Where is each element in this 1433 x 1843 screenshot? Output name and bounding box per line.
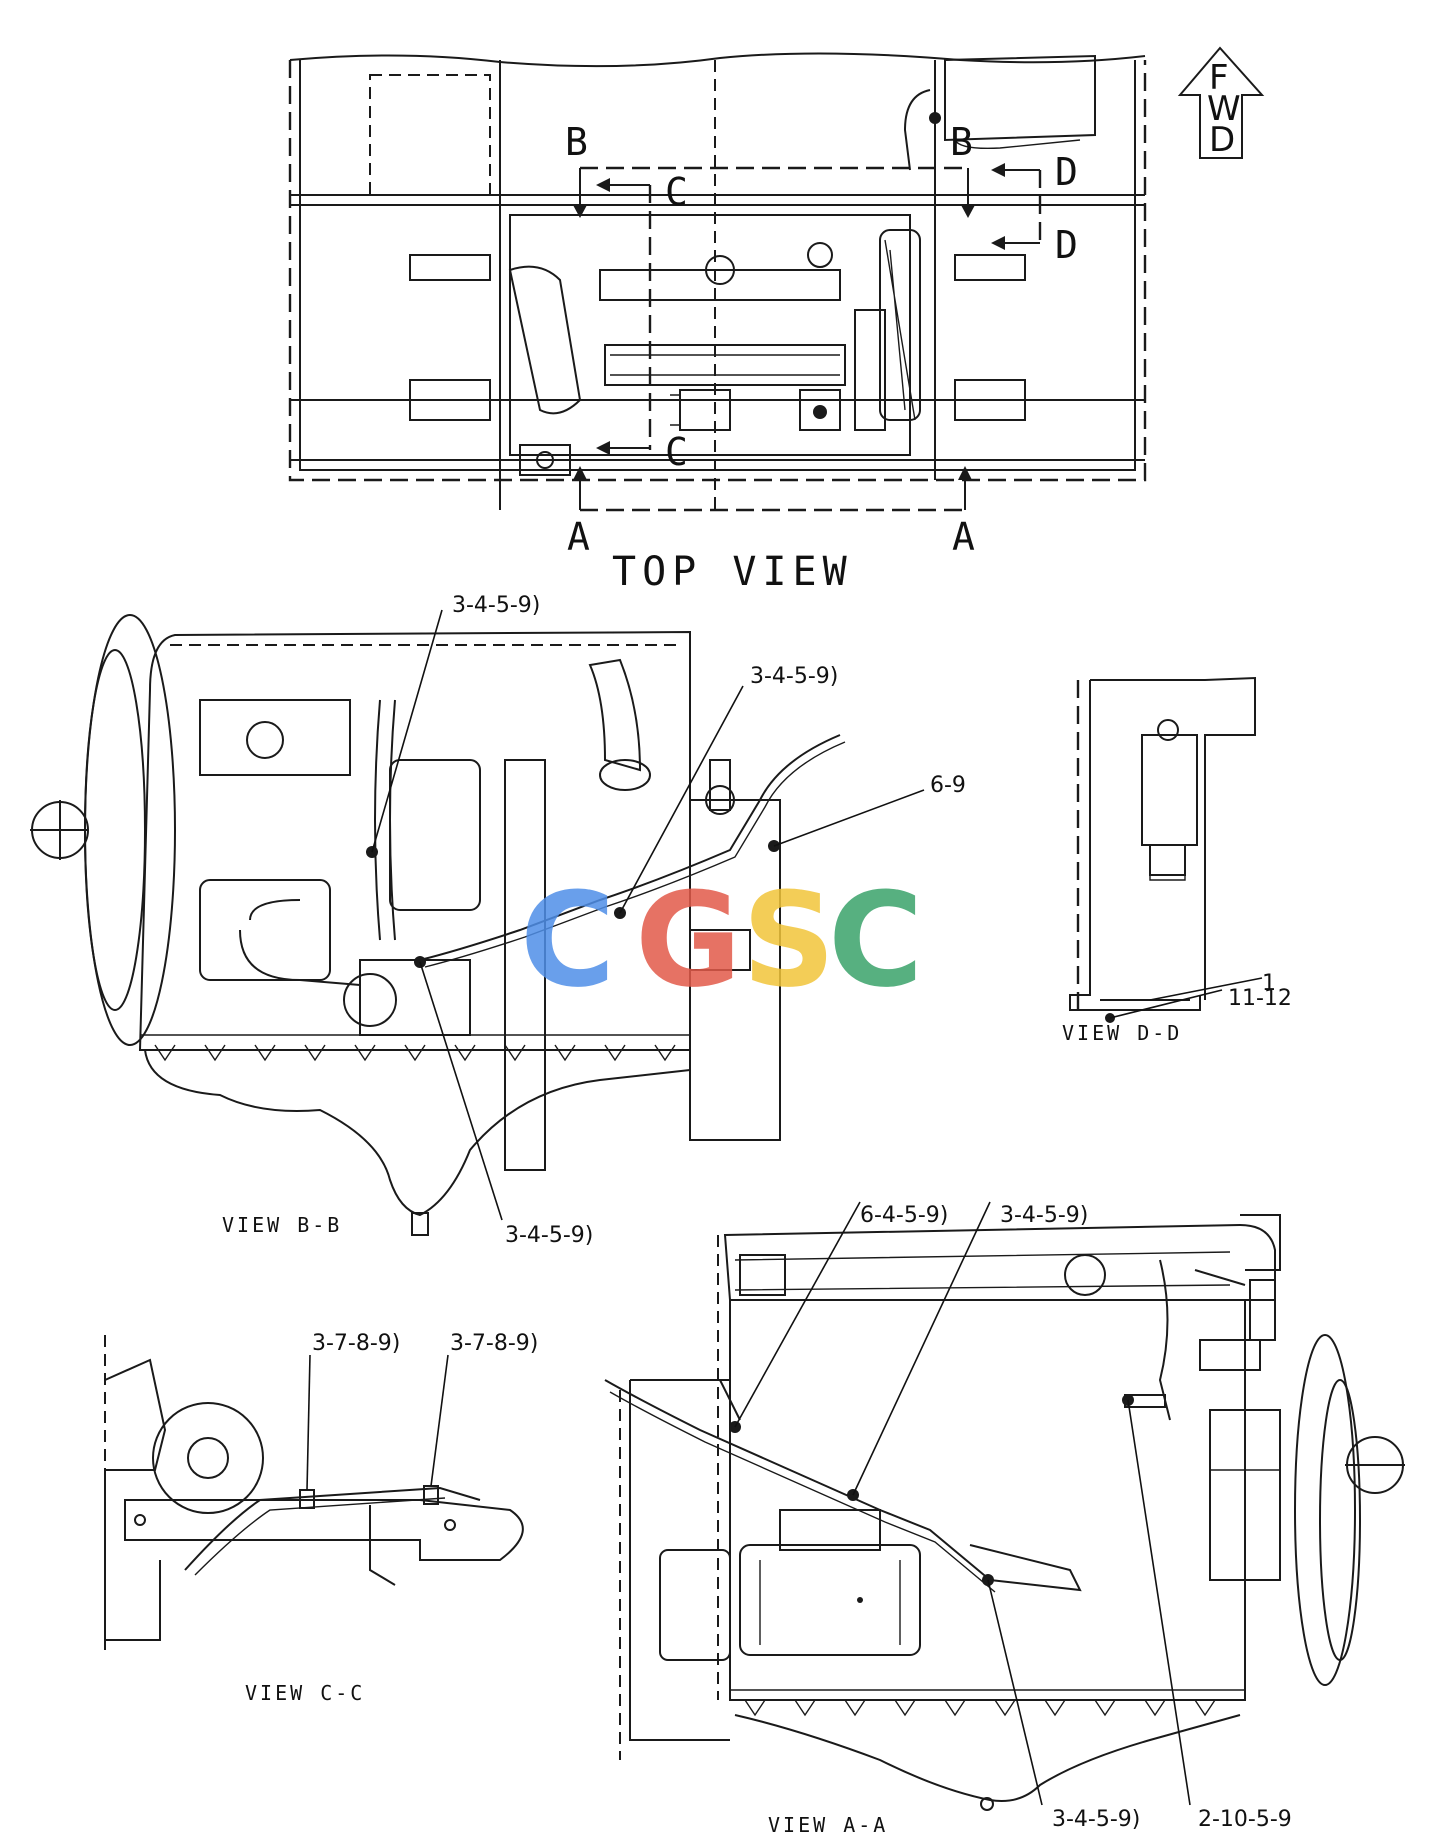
view-bb-callout-4: 3-4-5-9) (505, 1223, 593, 1248)
top-view: F W D B B C C D D A A TOP VIEW (288, 46, 1265, 595)
view-cc: 3-7-8-9) 3-7-8-9) VIEW C-C (104, 1331, 538, 1705)
section-b-left-label: B (565, 120, 588, 164)
view-dd: 1 11-12 VIEW D-D (1062, 676, 1292, 1045)
section-c-bottom-label: C (665, 430, 688, 474)
watermark-logo: C G S C (520, 864, 923, 1016)
watermark-letter-1: C (520, 864, 615, 1016)
view-cc-title: VIEW C-C (245, 1681, 365, 1705)
view-bb-callout-1: 3-4-5-9) (452, 593, 540, 618)
view-dd-title: VIEW D-D (1062, 1021, 1182, 1045)
section-a-right-label: A (952, 515, 975, 559)
view-bb-callout-2: 3-4-5-9) (750, 664, 838, 689)
watermark-letter-3: S (742, 864, 836, 1016)
fwd-arrow: F W D (1177, 46, 1265, 160)
view-aa-callout-4: 2-10-5-9 (1198, 1807, 1292, 1832)
section-c-top-label: C (665, 170, 688, 214)
section-a-left-label: A (567, 515, 590, 559)
section-d-top-label: D (1055, 150, 1078, 194)
view-aa-callout-1: 6-4-5-9) (860, 1203, 948, 1228)
section-b-right-label: B (950, 120, 973, 164)
view-aa-title: VIEW A-A (768, 1813, 888, 1837)
view-cc-callout-2: 3-7-8-9) (450, 1331, 538, 1356)
top-view-title: TOP VIEW (612, 549, 853, 595)
section-d-bottom-label: D (1055, 223, 1078, 267)
view-aa: 6-4-5-9) 3-4-5-9) 3-4-5-9) 2-10-5-9 VIEW… (604, 1201, 1405, 1837)
view-dd-callout-2: 11-12 (1228, 986, 1292, 1011)
fwd-letter-f: F (1209, 58, 1229, 98)
view-dd-callout-1: 1 (1262, 971, 1276, 996)
view-cc-callout-1: 3-7-8-9) (312, 1331, 400, 1356)
view-aa-callout-3: 3-4-5-9) (1052, 1807, 1140, 1832)
view-bb-title: VIEW B-B (222, 1213, 342, 1237)
view-aa-callout-2: 3-4-5-9) (1000, 1203, 1088, 1228)
watermark-letter-4: C (828, 864, 923, 1016)
view-bb-callout-3: 6-9 (930, 773, 966, 798)
fwd-letter-d: D (1209, 120, 1235, 160)
view-bb: 3-4-5-9) 3-4-5-9) 6-9 3-4-5-9) VIEW B-B (30, 593, 966, 1248)
fwd-letter-w: W (1207, 89, 1241, 129)
watermark-letter-2: G (635, 864, 742, 1016)
